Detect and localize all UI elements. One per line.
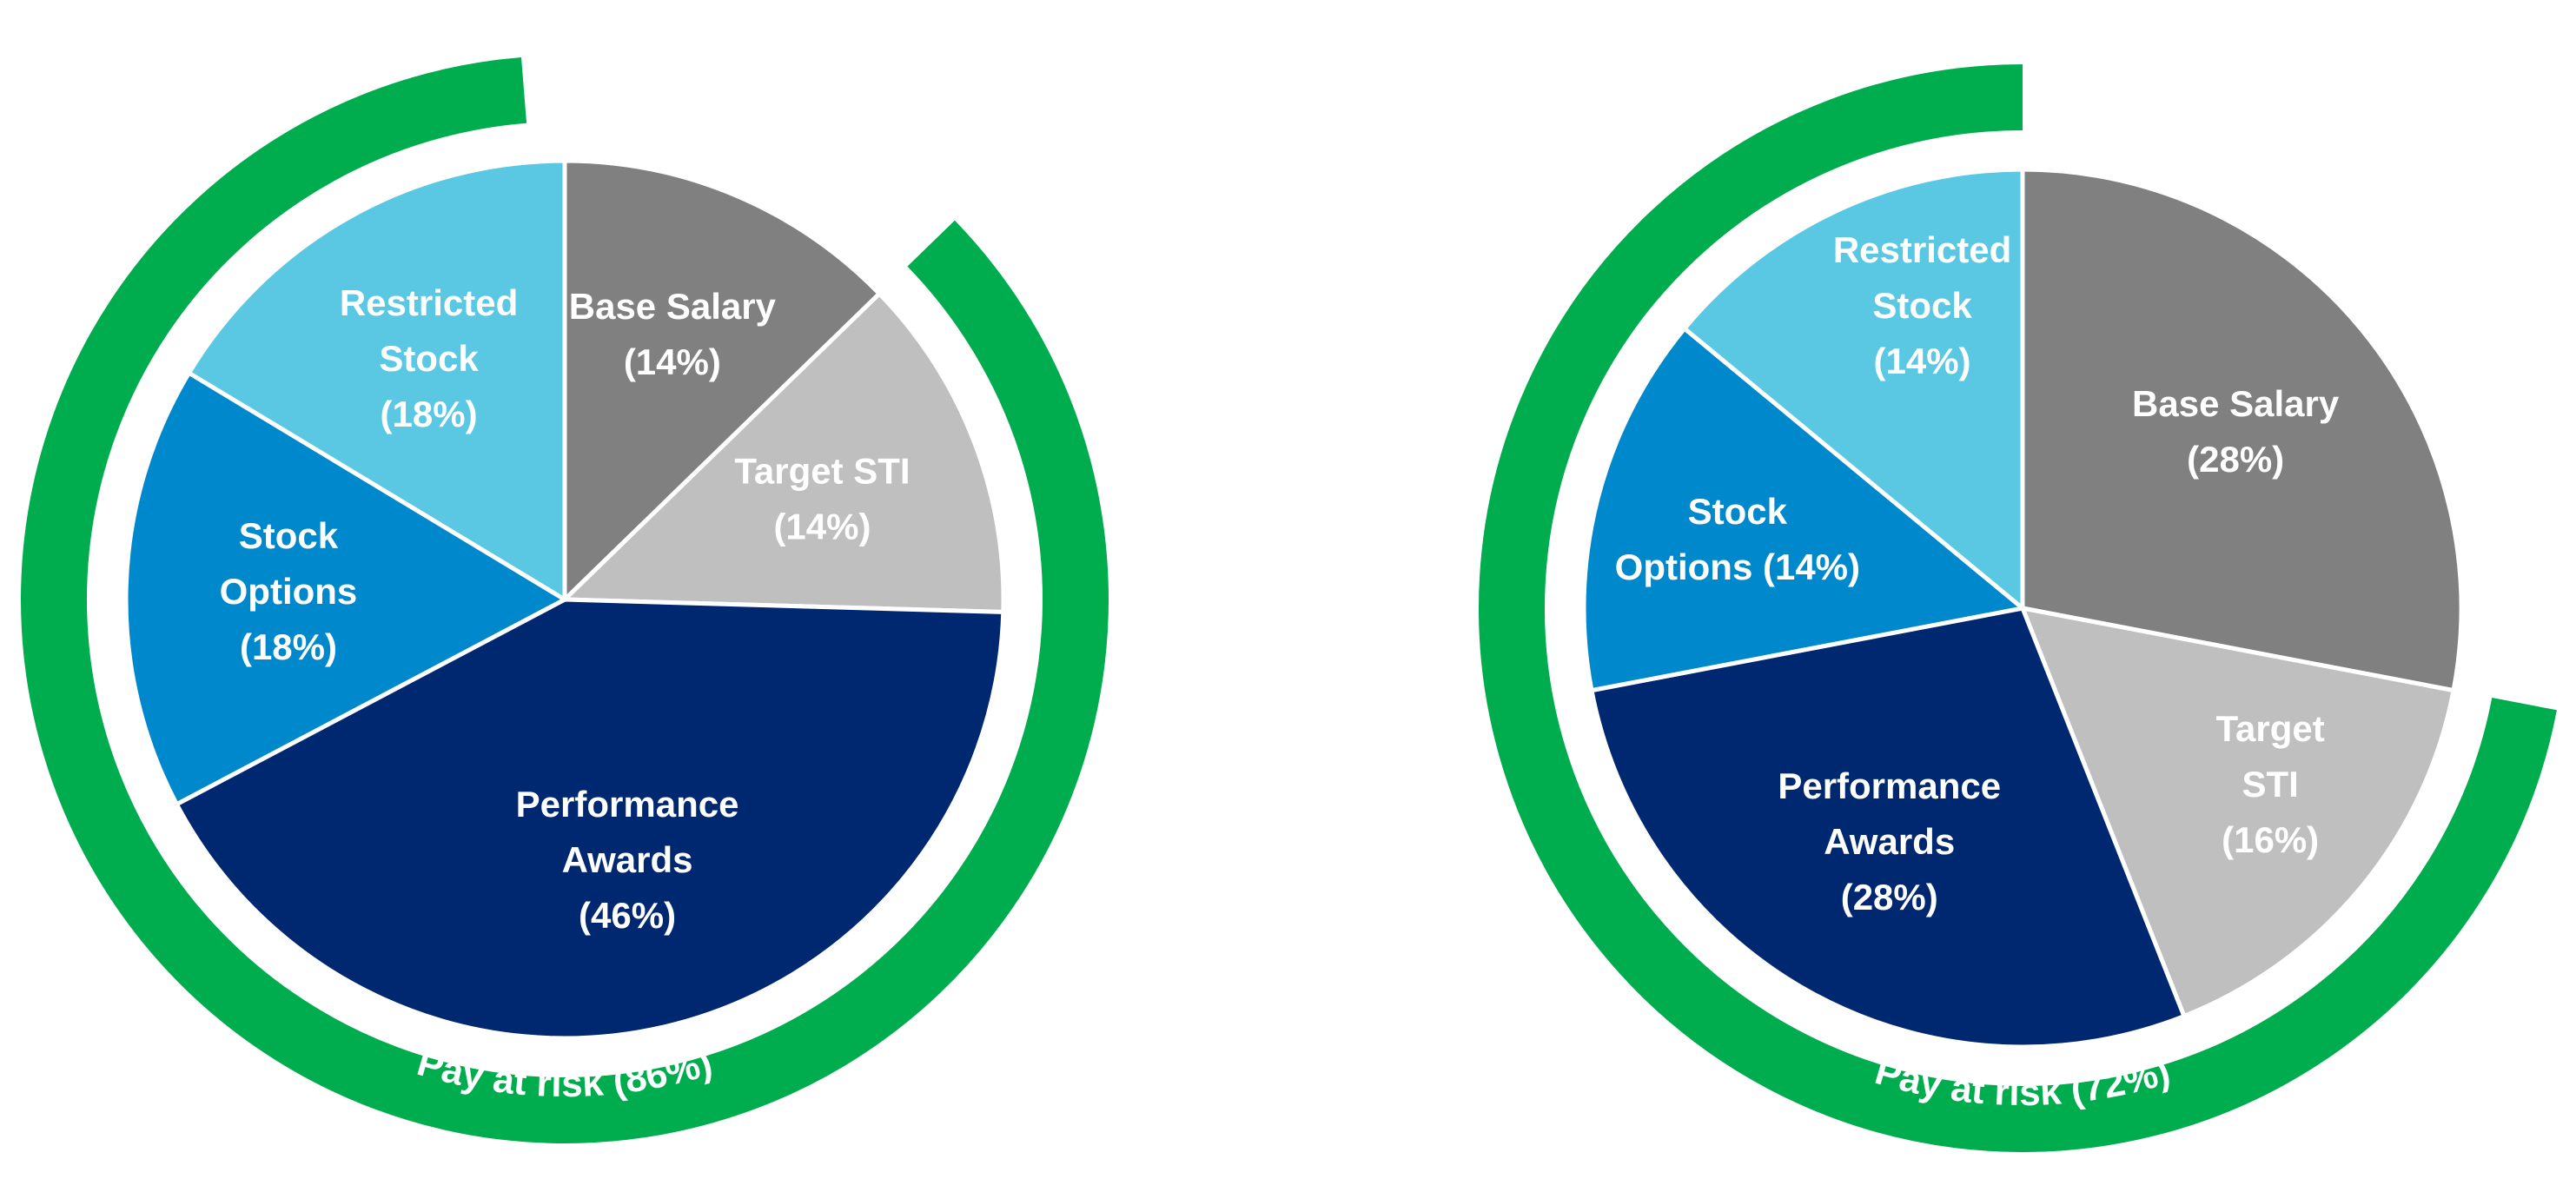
slice-label-line: Stock	[1688, 491, 1788, 532]
slice-performance-awards	[174, 597, 1006, 1041]
slice-label-target-sti: Target STI (14%)	[734, 451, 910, 547]
slice-label-line: Target	[2216, 708, 2325, 749]
slice-label-base-salary: Base Salary (28%)	[2132, 383, 2340, 480]
slice-target-sti	[2020, 606, 2456, 1019]
pay-at-risk-arc	[1479, 64, 2557, 1152]
slice-base-salary	[562, 158, 882, 602]
slice-target-sti	[562, 291, 1006, 614]
slice-label-base-salary: Base Salary (14%)	[569, 286, 777, 382]
slice-label-line: Restricted	[1833, 229, 2011, 270]
slice-label-line: Stock	[239, 515, 339, 556]
slice-label-line: (16%)	[2222, 819, 2319, 860]
slice-restricted-stock	[1682, 167, 2025, 611]
slice-restricted-stock	[187, 158, 567, 602]
slice-label-line: (14%)	[624, 341, 721, 382]
slice-label-line: Restricted	[340, 282, 518, 323]
slice-label-line: Target STI	[734, 451, 910, 492]
slice-label-line: (46%)	[579, 895, 676, 936]
slice-stock-options	[123, 370, 567, 807]
pay-at-risk-arc	[21, 57, 1109, 1143]
slice-label-line: Awards	[562, 839, 693, 880]
slice-label-line: (18%)	[240, 626, 337, 667]
slice-stock-options	[1581, 326, 2025, 693]
slice-label-line: (28%)	[2187, 439, 2284, 480]
slice-label-line: Stock	[379, 338, 479, 379]
slice-label-line: (14%)	[1874, 341, 1971, 381]
slice-label-line: Awards	[1824, 821, 1955, 862]
slice-label-line: Base Salary	[569, 286, 777, 327]
slice-label-line: Options	[220, 571, 358, 612]
slice-label-line: STI	[2242, 764, 2298, 805]
pie-chart-1: Base Salary (14%) Target STI (14%) Performan…	[21, 57, 1109, 1143]
slice-label-line: (14%)	[773, 507, 871, 547]
slice-base-salary	[2020, 167, 2464, 693]
slice-label-line: Stock	[1872, 285, 1972, 326]
slice-label-line: Performance	[516, 784, 739, 825]
slice-label-line: (28%)	[1841, 877, 1938, 917]
slice-performance-awards	[1589, 606, 2187, 1050]
slice-label-line: Options (14%)	[1615, 547, 1860, 587]
slice-label-line: Performance	[1778, 765, 2001, 806]
slice-label-line: Base Salary	[2132, 383, 2340, 424]
slice-label-line: (18%)	[381, 394, 478, 434]
